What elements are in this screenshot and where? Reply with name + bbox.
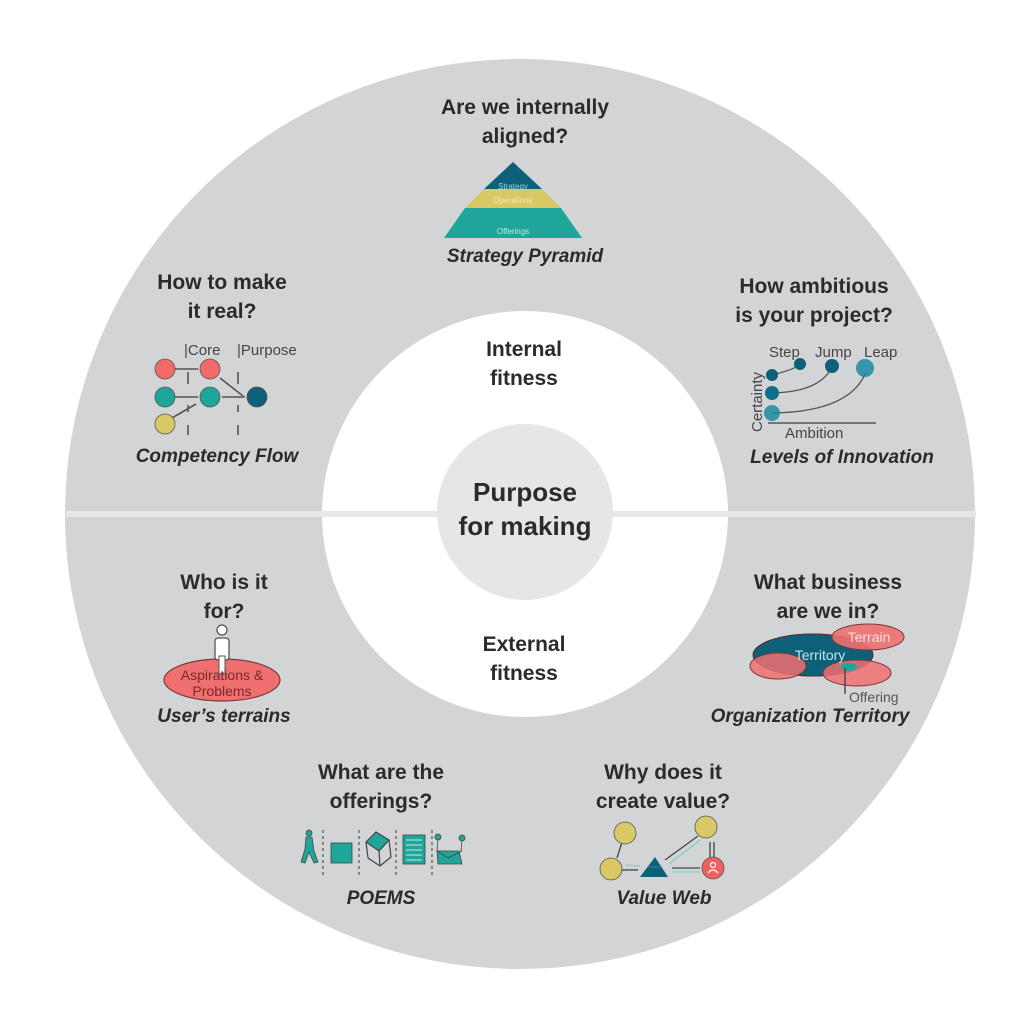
poems-icon xyxy=(300,829,466,875)
users-terrains-caption: User’s terrains xyxy=(157,706,291,727)
strategy-pyramid-icon: Strategy Operations Offerings xyxy=(444,162,582,238)
internal-fitness-label: Internal fitness xyxy=(486,335,562,393)
value-web-caption: Value Web xyxy=(616,888,712,909)
ambition-axis-label: Ambition xyxy=(785,425,843,442)
levels-of-innovation-caption: Levels of Innovation xyxy=(750,447,934,468)
question-line: How to make xyxy=(157,271,287,294)
document-message-icon xyxy=(402,834,426,865)
center-line-1: Purpose xyxy=(472,477,578,507)
competency-core-label: |Core xyxy=(184,342,220,359)
pyramid-layer-offerings: Offerings xyxy=(497,227,529,236)
competency-flow-icon: |Core |Purpose xyxy=(154,342,297,435)
external-fitness-label: External fitness xyxy=(483,630,566,688)
square-object-icon xyxy=(330,842,353,864)
cube-environment-icon xyxy=(365,831,392,867)
territory-label: Territory xyxy=(795,647,846,663)
competency-flow-caption: Competency Flow xyxy=(135,446,299,467)
value-web-icon xyxy=(599,815,725,881)
value-web-question: Why does it create value? xyxy=(596,758,730,816)
question-line: for? xyxy=(203,600,245,623)
center-title: Purpose for making xyxy=(459,475,592,543)
internal-line-2: fitness xyxy=(490,367,558,390)
question-line: is your project? xyxy=(735,304,893,327)
question-line: are we in? xyxy=(776,600,880,623)
problems-text: Problems xyxy=(192,683,251,699)
organization-territory-icon: Terrain Territory Offering xyxy=(749,623,905,705)
levels-of-innovation-question: How ambitious is your project? xyxy=(735,272,893,330)
level-step: Step xyxy=(769,344,800,361)
question-line: offerings? xyxy=(329,790,433,813)
question-line: create value? xyxy=(595,790,731,813)
question-line: Why does it xyxy=(604,761,722,784)
terrain-label: Terrain xyxy=(848,629,891,645)
strategy-pyramid-caption: Strategy Pyramid xyxy=(446,246,604,267)
question-line: What are the xyxy=(317,761,445,784)
question-line: aligned? xyxy=(481,125,569,148)
level-leap: Leap xyxy=(864,344,897,361)
external-line-1: External xyxy=(482,633,566,656)
competency-flow-question: How to make it real? xyxy=(157,268,287,326)
competency-purpose-label: |Purpose xyxy=(237,342,297,359)
offering-label: Offering xyxy=(849,689,899,705)
service-network-icon xyxy=(434,833,466,865)
aspirations-text: Aspirations & xyxy=(181,667,264,683)
person-walking-icon xyxy=(300,829,319,864)
organization-territory-question: What business are we in? xyxy=(754,568,902,626)
levels-of-innovation-icon: Step Jump Leap Certainty Ambition xyxy=(749,344,897,442)
question-line: Who is it xyxy=(180,571,268,594)
question-line: How ambitious xyxy=(739,275,889,298)
pyramid-layer-strategy: Strategy xyxy=(498,182,528,191)
question-line: Are we internally xyxy=(440,96,610,119)
question-line: it real? xyxy=(187,300,257,323)
poems-caption: POEMS xyxy=(346,888,416,909)
certainty-axis-label: Certainty xyxy=(749,371,766,432)
poems-question: What are the offerings? xyxy=(318,758,444,816)
center-line-2: for making xyxy=(458,511,592,541)
users-terrains-icon: Aspirations & Problems xyxy=(163,624,281,702)
organization-territory-caption: Organization Territory xyxy=(710,706,910,727)
pyramid-layer-operations: Operations xyxy=(493,196,532,205)
level-jump: Jump xyxy=(815,344,852,361)
strategy-pyramid-question: Are we internally aligned? xyxy=(441,93,609,151)
users-terrains-question: Who is it for? xyxy=(180,568,268,626)
internal-line-1: Internal xyxy=(486,338,562,361)
external-line-2: fitness xyxy=(490,662,558,685)
question-line: What business xyxy=(753,571,903,594)
core-circle xyxy=(437,424,613,600)
